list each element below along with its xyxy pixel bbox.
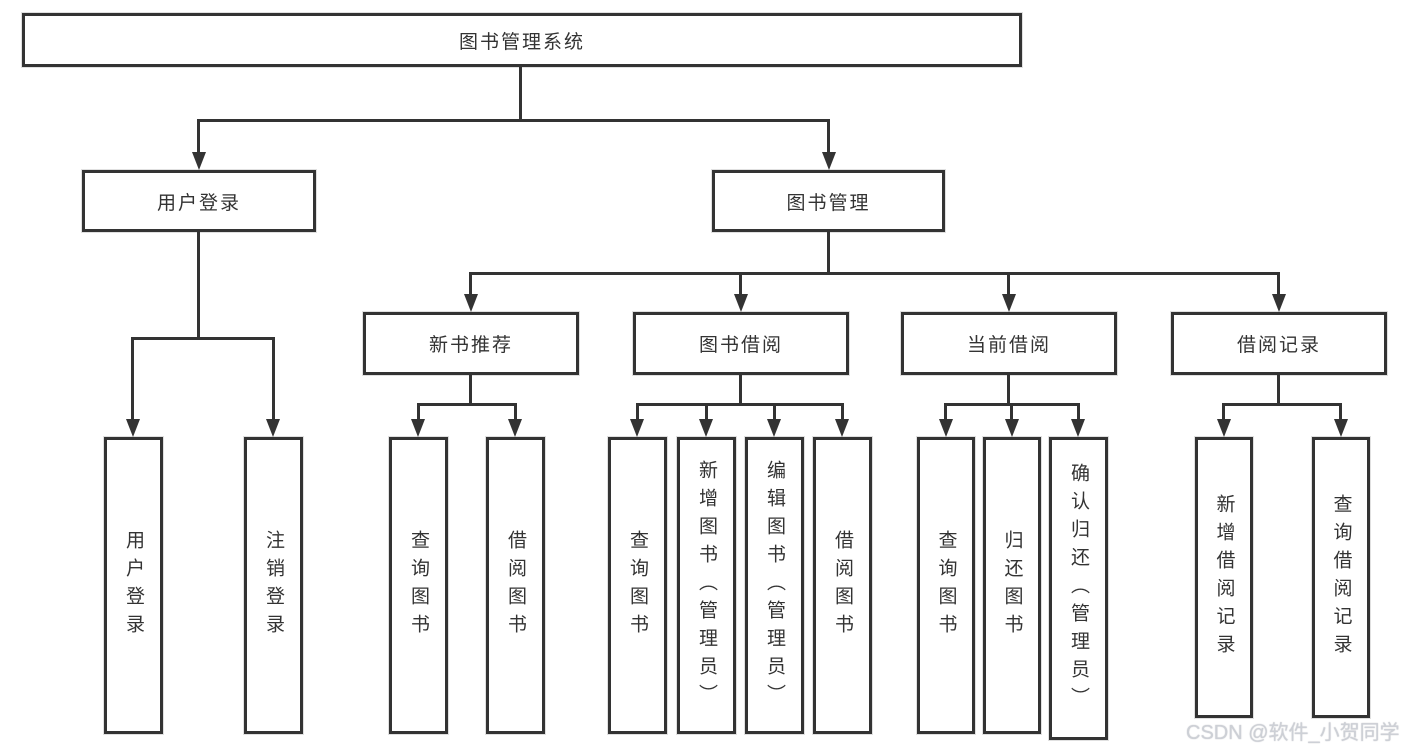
connector-line	[827, 232, 830, 272]
connector-line	[131, 337, 134, 419]
arrow-down-icon	[192, 152, 206, 170]
arrow-down-icon	[734, 294, 748, 312]
arrow-down-icon	[699, 419, 713, 437]
connector-line	[1222, 403, 1225, 419]
connector-line	[1339, 403, 1342, 419]
node-leaf-confirm-return-admin: 确认归还（管理员）	[1049, 437, 1108, 740]
connector-line	[841, 403, 844, 419]
node-label: 归还图书	[1001, 529, 1023, 642]
connector-line	[1277, 375, 1280, 403]
arrow-down-icon	[1002, 294, 1016, 312]
connector-line	[197, 119, 200, 152]
connector-line	[1077, 403, 1080, 419]
node-label: 编辑图书（管理员）	[764, 459, 785, 712]
node-leaf-user-login: 用户登录	[104, 437, 163, 734]
node-label: 图书管理系统	[458, 31, 585, 53]
node-borrow-records: 借阅记录	[1171, 312, 1387, 375]
connector-line	[944, 403, 947, 419]
arrow-down-icon	[411, 419, 425, 437]
connector-line	[636, 403, 639, 419]
node-leaf-borrow-book: 借阅图书	[813, 437, 872, 734]
node-leaf-add-borrow-record: 新增借阅记录	[1195, 437, 1253, 718]
node-label: 借阅记录	[1236, 335, 1321, 356]
connector-line	[197, 232, 200, 337]
node-leaf-borrow-book-recommend: 借阅图书	[486, 437, 545, 734]
arrow-down-icon	[126, 419, 140, 437]
connector-line	[1277, 272, 1280, 294]
node-leaf-logout: 注销登录	[244, 437, 303, 734]
connector-line	[469, 272, 472, 294]
connector-line	[197, 119, 830, 122]
connector-line	[1007, 272, 1010, 294]
connector-line	[1007, 375, 1010, 403]
node-book-borrowing: 图书借阅	[633, 312, 849, 375]
arrow-down-icon	[266, 419, 280, 437]
connector-line	[417, 403, 420, 419]
connector-line	[739, 272, 742, 294]
node-label: 新增图书（管理员）	[696, 459, 717, 712]
arrow-down-icon	[1272, 294, 1286, 312]
node-new-book-recommend: 新书推荐	[363, 312, 579, 375]
connector-line	[469, 375, 472, 403]
connector-line	[272, 337, 275, 419]
arrow-down-icon	[1334, 419, 1348, 437]
arrow-down-icon	[822, 152, 836, 170]
connector-line	[705, 403, 708, 419]
arrow-down-icon	[835, 419, 849, 437]
connector-line	[827, 119, 830, 152]
node-label: 用户登录	[123, 529, 144, 642]
node-leaf-query-book-recommend: 查询图书	[389, 437, 448, 734]
arrow-down-icon	[1005, 419, 1019, 437]
arrow-down-icon	[767, 419, 781, 437]
connector-line	[470, 272, 1280, 275]
connector-line	[739, 375, 742, 403]
arrow-down-icon	[508, 419, 522, 437]
connector-line	[1222, 403, 1342, 406]
node-current-borrowing: 当前借阅	[901, 312, 1117, 375]
node-library-management-system: 图书管理系统	[22, 13, 1022, 67]
node-leaf-return-book: 归还图书	[983, 437, 1041, 734]
node-label: 查询图书	[408, 529, 429, 642]
node-label: 借阅图书	[832, 529, 853, 642]
arrow-down-icon	[939, 419, 953, 437]
arrow-down-icon	[1217, 419, 1231, 437]
connector-line	[417, 403, 517, 406]
node-label: 查询图书	[627, 529, 648, 642]
node-book-management: 图书管理	[712, 170, 945, 232]
node-label: 图书管理	[786, 192, 871, 214]
connector-line	[519, 67, 522, 119]
node-label: 查询图书	[935, 529, 957, 642]
node-leaf-edit-book-admin: 编辑图书（管理员）	[745, 437, 804, 734]
connector-line	[773, 403, 776, 419]
node-label: 当前借阅	[966, 335, 1051, 356]
node-label: 新增借阅记录	[1213, 493, 1235, 662]
node-user-login: 用户登录	[82, 170, 316, 232]
connector-line	[636, 403, 844, 406]
csdn-watermark: CSDN @软件_小贺同学	[1186, 722, 1400, 744]
node-label: 新书推荐	[428, 335, 513, 356]
connector-line	[1010, 403, 1013, 419]
node-leaf-query-book: 查询图书	[608, 437, 667, 734]
node-leaf-query-borrow-record: 查询借阅记录	[1312, 437, 1370, 718]
connector-line	[514, 403, 517, 419]
connector-line	[132, 337, 275, 340]
node-label: 查询借阅记录	[1330, 493, 1352, 662]
arrow-down-icon	[1071, 419, 1085, 437]
node-label: 借阅图书	[505, 529, 526, 642]
arrow-down-icon	[464, 294, 478, 312]
node-label: 图书借阅	[698, 335, 783, 356]
arrow-down-icon	[630, 419, 644, 437]
node-label: 用户登录	[156, 192, 241, 214]
node-label: 确认归还（管理员）	[1068, 462, 1089, 715]
node-leaf-query-book-current: 查询图书	[917, 437, 975, 734]
node-label: 注销登录	[263, 529, 284, 642]
node-leaf-add-book-admin: 新增图书（管理员）	[677, 437, 736, 734]
